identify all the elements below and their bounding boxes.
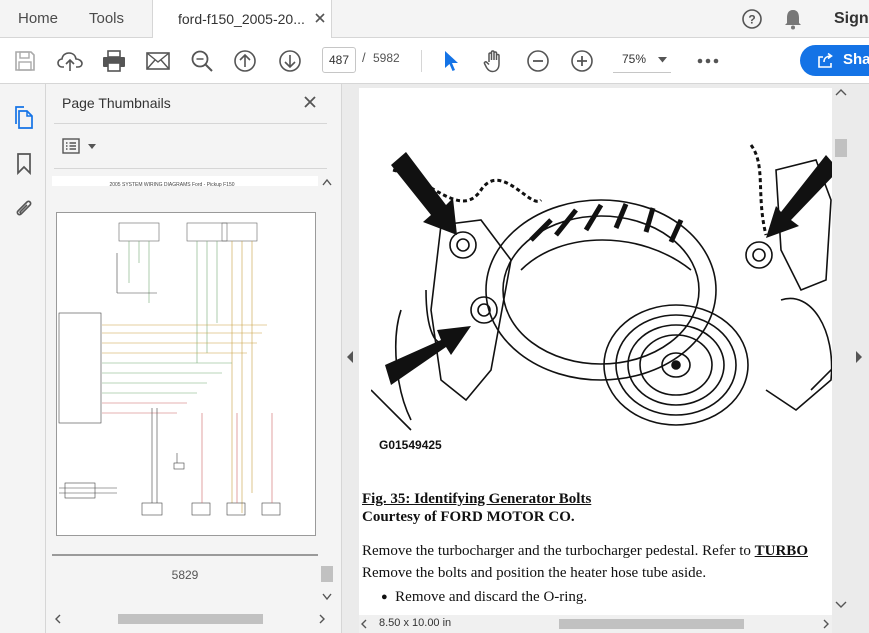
page-separator: /: [362, 50, 366, 65]
thumbnail-list: 2005 SYSTEM WIRING DIAGRAMS Ford - Picku…: [52, 176, 318, 601]
toolbar-divider: [421, 50, 422, 72]
cloud-upload-icon[interactable]: [56, 48, 84, 74]
divider: [54, 123, 327, 124]
bell-icon[interactable]: [781, 7, 805, 31]
total-pages: 5982: [373, 51, 400, 65]
arrow-up-icon[interactable]: [232, 48, 258, 74]
navigation-rail: [0, 84, 46, 633]
page-size-label: 8.50 x 10.00 in: [379, 617, 452, 629]
figure-id: G01549425: [379, 438, 442, 452]
help-icon[interactable]: ?: [740, 7, 764, 31]
previous-page-arrow-icon[interactable]: [345, 350, 355, 364]
bullet-marker: ●: [381, 591, 388, 603]
figure-caption: Fig. 35: Identifying Generator Bolts: [362, 491, 592, 507]
plus-circle-icon[interactable]: [569, 48, 595, 74]
chevron-down-icon: [658, 57, 667, 63]
paperclip-icon[interactable]: [11, 195, 37, 223]
document-page: G01549425 Fig. 35: Identifying Generator…: [359, 88, 832, 615]
thumbnail-page-number: 5829: [171, 568, 199, 582]
divider: [54, 168, 327, 169]
next-page-arrow-icon[interactable]: [854, 350, 864, 364]
document-viewport[interactable]: G01549425 Fig. 35: Identifying Generator…: [342, 84, 869, 633]
document-tab[interactable]: ford-f150_2005-20...: [152, 0, 332, 39]
document-tab-title: ford-f150_2005-20...: [178, 11, 305, 27]
print-icon[interactable]: [101, 48, 127, 74]
minus-circle-icon[interactable]: [525, 48, 551, 74]
magnifier-icon[interactable]: [189, 48, 215, 74]
page-number-input[interactable]: 487: [322, 47, 356, 73]
svg-text:?: ?: [748, 13, 755, 27]
home-menu[interactable]: Home: [18, 10, 59, 27]
mail-icon[interactable]: [145, 48, 171, 74]
close-icon[interactable]: [313, 11, 327, 25]
thumbnail-horizontal-scrollbar[interactable]: [52, 611, 328, 627]
cursor-icon[interactable]: [440, 48, 462, 74]
previous-thumbnail-edge[interactable]: 2005 SYSTEM WIRING DIAGRAMS Ford - Picku…: [52, 176, 318, 188]
page-thumbnails-icon[interactable]: [11, 104, 37, 132]
panel-title: Page Thumbnails: [62, 95, 171, 111]
thumbnail-vertical-scrollbar[interactable]: [320, 176, 334, 601]
wiring-diagram-thumbnail: [58, 222, 281, 516]
instruction-line-1: Remove the turbocharger and the turbocha…: [362, 543, 808, 560]
toolbar: 487 / 5982 75% Sha: [0, 38, 869, 84]
share-icon: [818, 53, 833, 68]
share-button[interactable]: Sha: [800, 45, 869, 76]
zoom-value: 75%: [622, 52, 647, 66]
more-icon[interactable]: [695, 48, 721, 74]
bullet-item: ● Remove and discard the O-ring.: [381, 589, 587, 606]
list-icon: [62, 138, 80, 154]
document-vertical-scrollbar[interactable]: [832, 84, 850, 617]
sign-in-link[interactable]: Sign: [834, 10, 869, 27]
page-thumbnail[interactable]: [56, 212, 316, 536]
thumbnail-selection-edge: [52, 554, 318, 556]
close-icon[interactable]: [303, 95, 317, 109]
zoom-select[interactable]: 75%: [613, 47, 671, 73]
bookmark-icon[interactable]: [12, 150, 36, 178]
menu-bar: Home Tools ford-f150_2005-20... ? Sign: [0, 0, 869, 39]
document-horizontal-scrollbar[interactable]: 8.50 x 10.00 in: [359, 615, 832, 633]
save-icon[interactable]: [12, 48, 38, 74]
generator-bolts-figure: [371, 144, 832, 431]
tools-menu[interactable]: Tools: [89, 10, 125, 27]
instruction-line-2: Remove the bolts and position the heater…: [362, 565, 707, 581]
chevron-down-icon: [88, 144, 96, 149]
thumbnail-header-text: 2005 SYSTEM WIRING DIAGRAMS Ford - Picku…: [109, 182, 234, 188]
bullet-text: Remove and discard the O-ring.: [395, 589, 588, 605]
share-label: Sha: [843, 51, 869, 68]
hand-icon[interactable]: [481, 47, 507, 75]
thumbnail-options-button[interactable]: [62, 136, 98, 158]
turbo-link[interactable]: TURBO: [754, 543, 808, 559]
arrow-down-icon[interactable]: [277, 48, 303, 74]
instruction-text: Remove the turbocharger and the turbocha…: [362, 543, 755, 559]
thumbnails-panel: Page Thumbnails 2005 SYSTEM WIRING DIAGR…: [46, 84, 342, 633]
figure-courtesy: Courtesy of FORD MOTOR CO.: [362, 509, 575, 525]
